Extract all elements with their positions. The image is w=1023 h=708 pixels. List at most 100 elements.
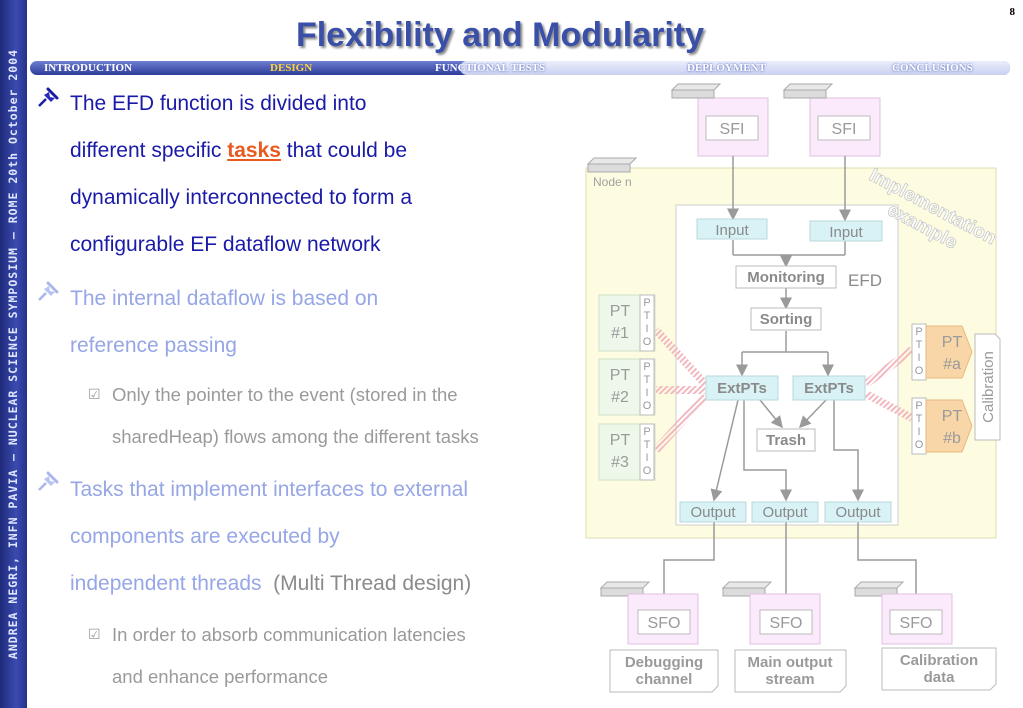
page-number: 8 [1009, 6, 1016, 18]
ptio-letter: O [643, 336, 652, 348]
calibration-label: Calibration [980, 351, 997, 423]
calibration-box [974, 333, 1001, 441]
nav-conclusions[interactable]: CONCLUSIONS [892, 62, 973, 74]
bullet1-line4: configurable EF dataflow network [70, 233, 381, 256]
pt-right-group: P T I O PT #a P T I O PT #b [911, 323, 973, 455]
flow-arrows [658, 156, 922, 608]
sfo-label: SFO [900, 615, 933, 632]
bullet2-sub-line2: sharedHeap) flows among the different ta… [112, 426, 479, 447]
sfo-label: SFO [648, 615, 681, 632]
note-main-output-line2: stream [765, 671, 814, 688]
ptio-letter: O [643, 400, 652, 412]
bullet3-line2: components are executed by [70, 525, 340, 548]
note-calibration-line1: Calibration [900, 652, 978, 669]
slide-title: Flexibility and Modularity [295, 16, 705, 54]
bullet3-sub-line1: In order to absorb communication latenci… [112, 624, 466, 645]
ptio-letter: O [915, 365, 924, 377]
pushpin-icon [38, 281, 59, 301]
bullet2-line2: reference passing [70, 334, 237, 357]
output-task: Output [690, 504, 736, 521]
bullet3-sub-line2: and enhance performance [112, 666, 328, 687]
ptio-letter: I [645, 387, 648, 399]
ptio-letter: O [643, 465, 652, 477]
sfi-label-box [817, 115, 871, 141]
sorting-task: Sorting [760, 311, 813, 328]
ptio-letter: T [916, 339, 923, 351]
tasks-link[interactable]: tasks [227, 139, 281, 162]
sfo-group: SFO SFO SFO [627, 593, 953, 645]
output-notes: Debugging channel Main output stream Cal… [609, 647, 997, 693]
pt-3-id: #3 [611, 454, 629, 471]
nav-introduction[interactable]: INTRODUCTION [44, 62, 133, 74]
checkbox-icon: ☑ [88, 386, 101, 402]
ptio-letter: P [643, 426, 650, 438]
extpts-task: ExtPTs [804, 380, 854, 397]
monitoring-task: Monitoring [747, 269, 824, 286]
checkbox-icon: ☑ [88, 626, 101, 642]
ptio-letter: T [644, 310, 651, 322]
server-icon [599, 581, 651, 597]
pushpin-icon [38, 471, 59, 491]
efd-box [675, 204, 899, 526]
bullet1-line3: dynamically interconnected to form a [70, 186, 412, 209]
pt-1-id: #1 [611, 325, 629, 342]
node-label: Node n [593, 175, 632, 189]
server-icon [721, 581, 773, 597]
ptio-letter: P [643, 361, 650, 373]
ptio-letter: P [643, 297, 650, 309]
pt-connections [653, 327, 915, 453]
task-boxes: Input Input Monitoring Sorting ExtPTs Ex… [679, 218, 892, 523]
pt-a-name: PT [942, 334, 963, 351]
bullet1-line1: The EFD function is divided into [70, 92, 367, 115]
nav-design[interactable]: DESIGN [270, 62, 313, 74]
input-task: Input [715, 222, 749, 239]
server-icon [670, 83, 722, 99]
ptio-letter: T [644, 374, 651, 386]
server-icon [853, 581, 905, 597]
ptio-letter: O [915, 439, 924, 451]
bullet3-line3-text: independent threads [70, 572, 262, 595]
ptio-letter: T [916, 413, 923, 425]
note-debugging-line2: channel [636, 671, 693, 688]
note-debugging-line1: Debugging [625, 654, 703, 671]
ptio-letter: I [917, 426, 920, 438]
ptio-letter: P [915, 326, 922, 338]
bullet2-sub-line1: Only the pointer to the event (stored in… [112, 384, 458, 405]
pt-b-id: #b [943, 430, 961, 447]
bullet3-line3-paren: (Multi Thread design) [273, 572, 472, 595]
server-icon [586, 157, 638, 173]
extpts-task: ExtPTs [717, 380, 767, 397]
sfi-label: SFI [720, 121, 745, 138]
sfi-label-box [705, 115, 759, 141]
pt-2-name: PT [610, 367, 631, 384]
bullet3-line1: Tasks that implement interfaces to exter… [70, 478, 469, 501]
pt-left-group: PT #1 P T I O PT #2 P T I O PT #3 P T I … [598, 294, 656, 481]
ptio-letter: P [915, 400, 922, 412]
pt-a-id: #a [943, 356, 961, 373]
pushpin-icon [38, 87, 59, 107]
pt-2-id: #2 [611, 389, 629, 406]
efd-label: EFD [848, 271, 882, 290]
ptio-letter: I [645, 452, 648, 464]
pt-b-name: PT [942, 408, 963, 425]
bullet1-line2-pre: different specific [70, 139, 228, 162]
navbar-upcoming-section [460, 61, 1010, 75]
bullet1-line2: different specific tasks that could be [70, 127, 407, 174]
sfo-label: SFO [770, 615, 803, 632]
ptio-letter: I [917, 352, 920, 364]
sfi-label: SFI [832, 121, 857, 138]
input-task: Input [829, 224, 863, 241]
server-icon [782, 83, 834, 99]
output-task: Output [762, 504, 808, 521]
note-main-output-line1: Main output [748, 654, 833, 671]
output-task: Output [835, 504, 881, 521]
bullet2-line1: The internal dataflow is based on [70, 287, 379, 310]
bullet1-line2-post: that could be [280, 139, 408, 162]
trash-task: Trash [766, 432, 806, 449]
nav-deployment[interactable]: DEPLOYMENT [687, 62, 766, 74]
note-calibration-line2: data [924, 669, 956, 686]
nav-functional-tests[interactable]: FUNCTIONAL TESTS [435, 62, 546, 74]
bullet3-line3: independent threads (Multi Thread design… [70, 560, 471, 607]
ptio-letter: T [644, 439, 651, 451]
